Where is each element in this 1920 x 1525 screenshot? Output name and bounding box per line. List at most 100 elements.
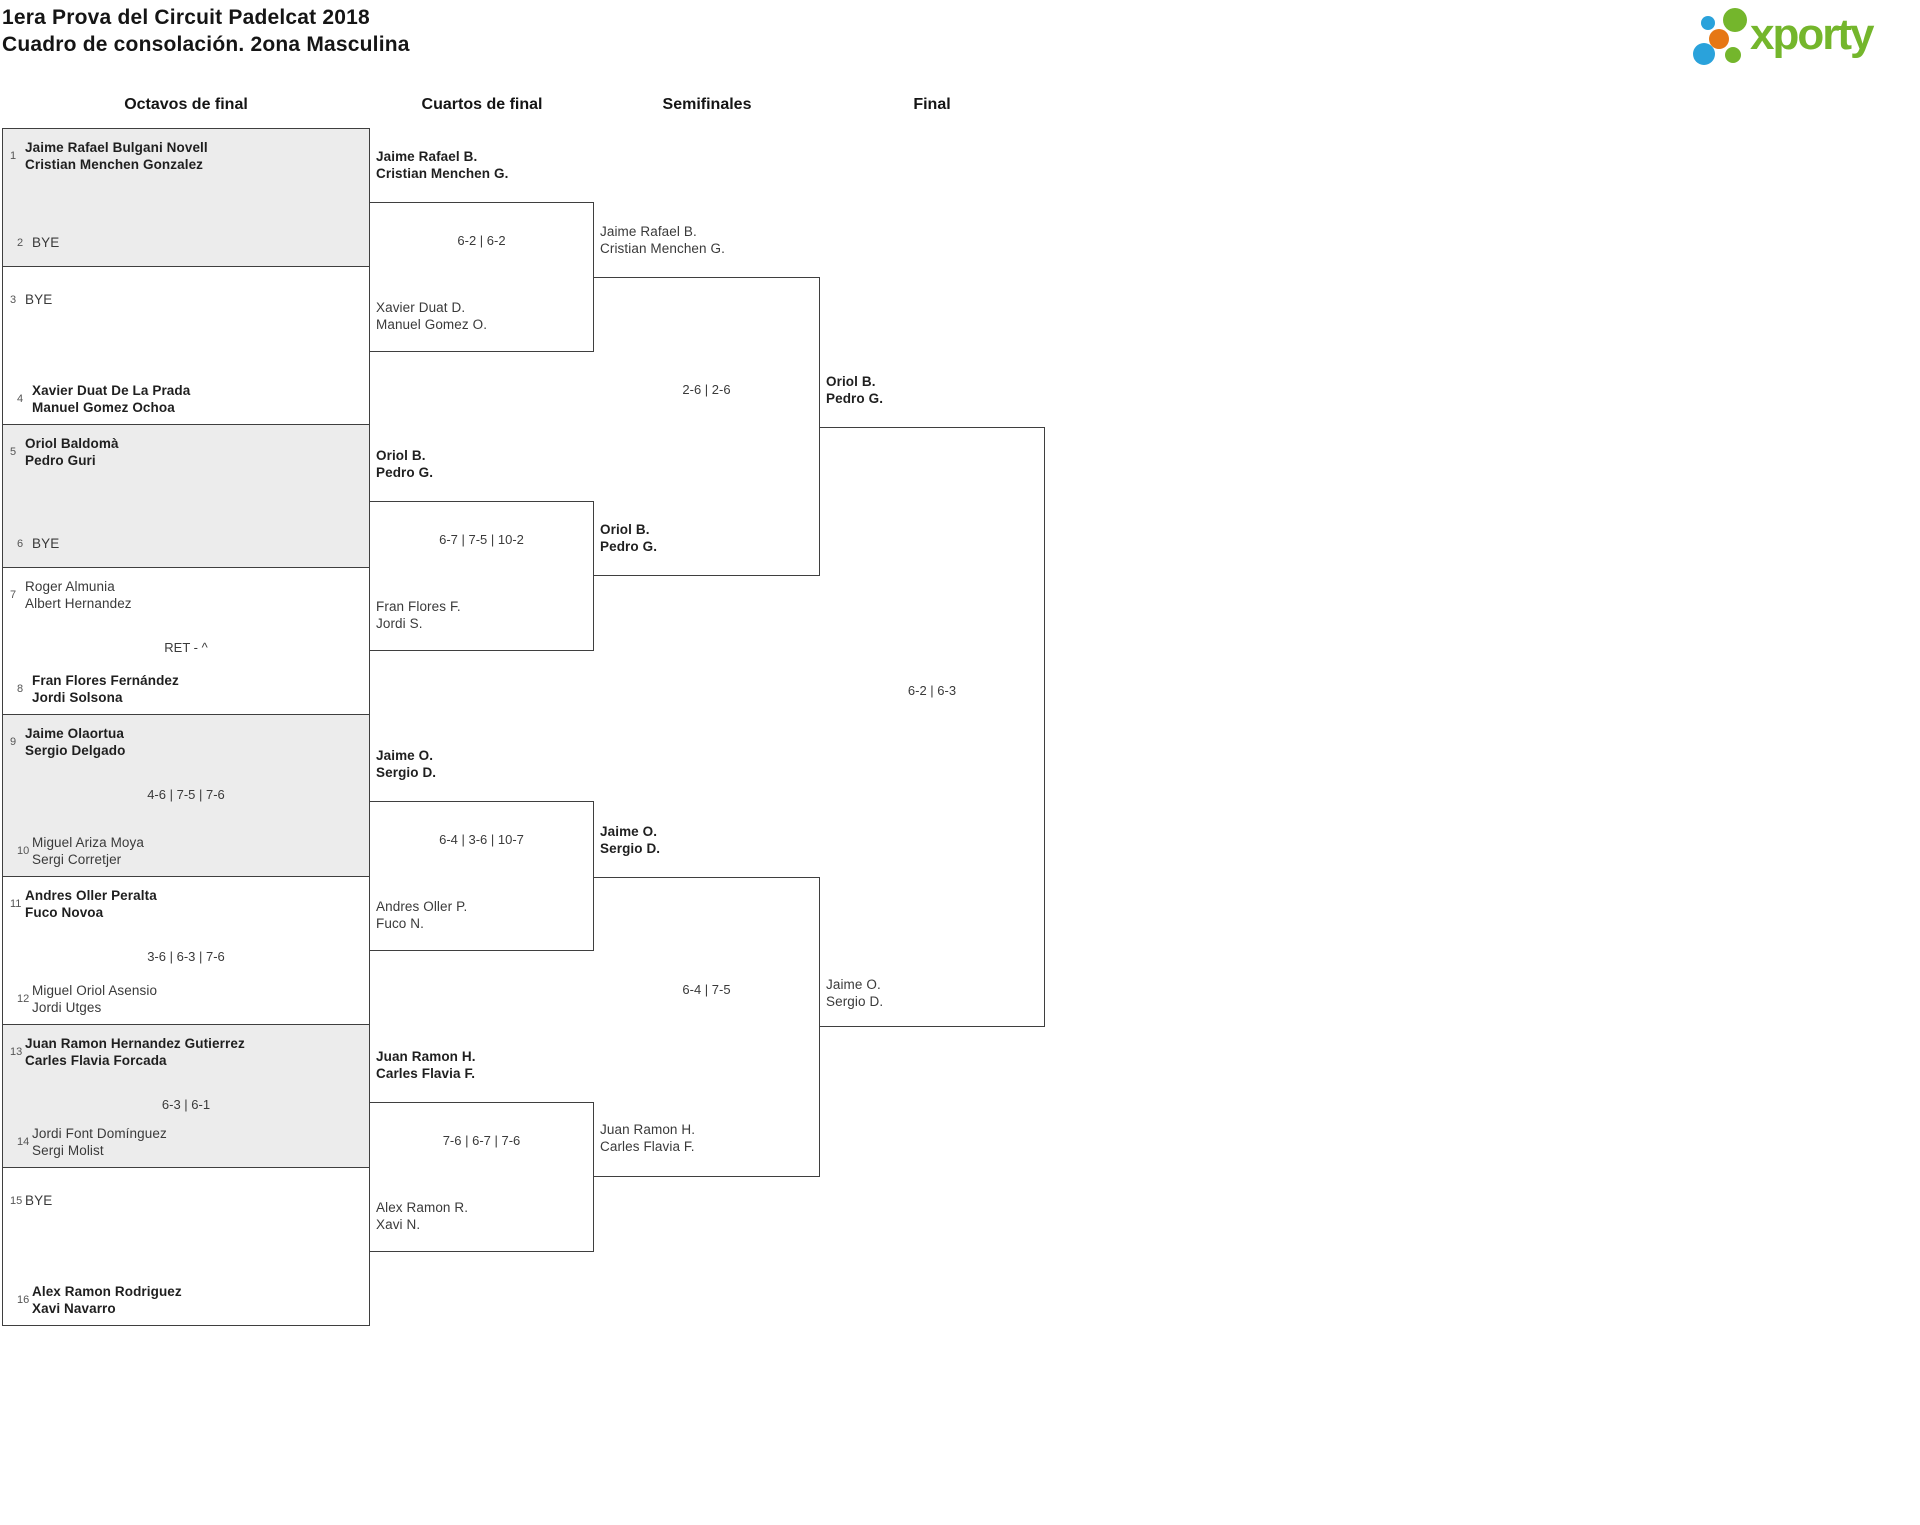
team-name: Jaime Olaortua Sergio Delgado — [25, 725, 369, 759]
match-score: 7-6 | 6-7 | 7-6 — [442, 1133, 521, 1148]
player-name: BYE — [32, 536, 60, 551]
team-name: Miguel Oriol Asensio Jordi Utges — [32, 982, 363, 1016]
match-box-sf-1: 2-6 | 2-6 Oriol B. Pedro G. — [594, 277, 820, 576]
logo-dot-orange — [1709, 29, 1729, 49]
team-name: Jaime O. Sergio D. — [376, 747, 588, 781]
team-slot: 8 Fran Flores Fernández Jordi Solsona — [10, 672, 363, 706]
team-slot: 7 Roger Almunia Albert Hernandez — [3, 568, 369, 612]
player-name: Sergio D. — [600, 841, 661, 856]
player-name: Sergio D. — [826, 994, 884, 1009]
seed-number: 6 — [17, 537, 24, 550]
team-name: Oriol B. Pedro G. — [376, 447, 588, 481]
match-box-final: 6-2 | 6-3 Jaime O. Sergio D. — [820, 427, 1045, 1027]
player-name: Carles Flavia F. — [376, 1066, 476, 1081]
team-name: Oriol B. Pedro G. — [600, 521, 810, 555]
logo-dot-blue-large — [1693, 43, 1715, 65]
match-score: 3-6 | 6-3 | 7-6 — [147, 949, 225, 964]
team-name: BYE — [25, 1192, 369, 1209]
team-slot: 13 Juan Ramon Hernandez Gutierrez Carles… — [3, 1025, 369, 1069]
team-slot: 5 Oriol Baldomà Pedro Guri — [3, 425, 369, 469]
player-name: Albert Hernandez — [25, 596, 132, 611]
player-name: Miguel Ariza Moya — [32, 835, 144, 850]
player-name: Xavier Duat D. — [376, 300, 466, 315]
seed-number: 2 — [17, 236, 24, 249]
team-name: Oriol B. Pedro G. — [826, 373, 1038, 407]
player-name: Sergio D. — [376, 765, 437, 780]
player-name: Pedro G. — [600, 539, 658, 554]
team-slot: 1 Jaime Rafael Bulgani Novell Cristian M… — [3, 129, 369, 173]
team-name: Alex Ramon Rodriguez Xavi Navarro — [32, 1283, 363, 1317]
player-name: Andres Oller Peralta — [25, 888, 157, 903]
player-name: Oriol Baldomà — [25, 436, 119, 451]
page-title: 1era Prova del Circuit Padelcat 2018 Cua… — [2, 4, 410, 58]
player-name: Pedro Guri — [25, 453, 96, 468]
team-slot: 4 Xavier Duat De La Prada Manuel Gomez O… — [10, 382, 363, 416]
seed-number: 14 — [17, 1136, 30, 1148]
seed-number: 10 — [17, 845, 30, 857]
team-name: Andres Oller Peralta Fuco Novoa — [25, 887, 369, 921]
column-header-cuartos: Cuartos de final — [421, 96, 543, 113]
player-name: Jordi Solsona — [32, 690, 123, 705]
player-name: Alex Ramon R. — [376, 1200, 469, 1215]
team-name: Juan Ramon H. Carles Flavia F. — [376, 1048, 588, 1082]
team-slot: 14 Jordi Font Domínguez Sergi Molist — [10, 1125, 363, 1159]
player-name: Carles Flavia F. — [600, 1139, 695, 1154]
player-name: Fran Flores F. — [376, 599, 461, 614]
team-name: Oriol Baldomà Pedro Guri — [25, 435, 369, 469]
player-name: Jaime Olaortua — [25, 726, 124, 741]
player-name: Jaime Rafael B. — [376, 149, 478, 164]
player-name: Juan Ramon H. — [376, 1049, 476, 1064]
player-name: Xavier Duat De La Prada — [32, 383, 191, 398]
team-slot: 9 Jaime Olaortua Sergio Delgado — [3, 715, 369, 759]
player-name: Jaime O. — [376, 748, 434, 763]
player-name: BYE — [25, 292, 53, 307]
tournament-title: 1era Prova del Circuit Padelcat 2018 — [2, 6, 370, 29]
match-score: 6-7 | 7-5 | 10-2 — [439, 532, 524, 547]
player-name: Oriol B. — [376, 448, 426, 463]
player-name: Cristian Menchen G. — [376, 166, 509, 181]
match-box-r16-8: 15 BYE 16 Alex Ramon Rodriguez Xavi Nava… — [2, 1167, 370, 1326]
player-name: Jaime Rafael Bulgani Novell — [25, 140, 208, 155]
logo-wordmark: xporty — [1750, 10, 1874, 59]
match-box-qf-1: 6-2 | 6-2 Xavier Duat D. Manuel Gomez O. — [370, 202, 594, 352]
match-box-r16-4: 7 Roger Almunia Albert Hernandez RET - ^… — [2, 567, 370, 715]
player-name: Pedro G. — [376, 465, 434, 480]
player-name: Manuel Gomez Ochoa — [32, 400, 175, 415]
player-name: Jaime O. — [826, 977, 881, 992]
team-name: Miguel Ariza Moya Sergi Corretjer — [32, 834, 363, 868]
match-box-qf-4: 7-6 | 6-7 | 7-6 Alex Ramon R. Xavi N. — [370, 1102, 594, 1252]
seed-number: 16 — [17, 1294, 30, 1306]
player-name: Fran Flores Fernández — [32, 673, 179, 688]
player-name: Fuco N. — [376, 916, 424, 931]
seed-number: 9 — [10, 736, 17, 748]
player-name: Oriol B. — [826, 374, 876, 389]
seed-number: 13 — [10, 1046, 23, 1058]
team-slot: 12 Miguel Oriol Asensio Jordi Utges — [10, 982, 363, 1016]
player-name: Manuel Gomez O. — [376, 317, 488, 332]
seed-number: 15 — [10, 1194, 23, 1207]
player-name: Andres Oller P. — [376, 899, 468, 914]
team-name: Jaime O. Sergio D. — [600, 823, 812, 857]
player-name: Cristian Menchen Gonzalez — [25, 157, 204, 172]
team-name: Fran Flores Fernández Jordi Solsona — [32, 672, 363, 706]
match-box-r16-7: 13 Juan Ramon Hernandez Gutierrez Carles… — [2, 1024, 370, 1168]
player-name: Miguel Oriol Asensio — [32, 983, 158, 998]
match-score: 6-3 | 6-1 — [161, 1097, 211, 1112]
seed-number: 11 — [10, 898, 22, 910]
team-name: BYE — [32, 234, 363, 251]
match-box-r16-5: 9 Jaime Olaortua Sergio Delgado 4-6 | 7-… — [2, 714, 370, 877]
seed-number: 3 — [10, 293, 17, 306]
match-box-r16-6: 11 Andres Oller Peralta Fuco Novoa 3-6 |… — [2, 876, 370, 1025]
team-name: Jaime Rafael B. Cristian Menchen G. — [376, 148, 588, 182]
seed-number: 8 — [17, 683, 24, 695]
player-name: Jordi S. — [376, 616, 423, 631]
player-name: Xavi Navarro — [32, 1301, 116, 1316]
team-slot: 2 BYE — [10, 234, 363, 251]
team-name: Andres Oller P. Fuco N. — [376, 898, 586, 932]
player-name: Alex Ramon Rodriguez — [32, 1284, 182, 1299]
team-name: Fran Flores F. Jordi S. — [376, 598, 586, 632]
player-name: Juan Ramon H. — [600, 1122, 696, 1137]
player-name: Pedro G. — [826, 391, 884, 406]
match-score: RET - ^ — [164, 640, 208, 655]
